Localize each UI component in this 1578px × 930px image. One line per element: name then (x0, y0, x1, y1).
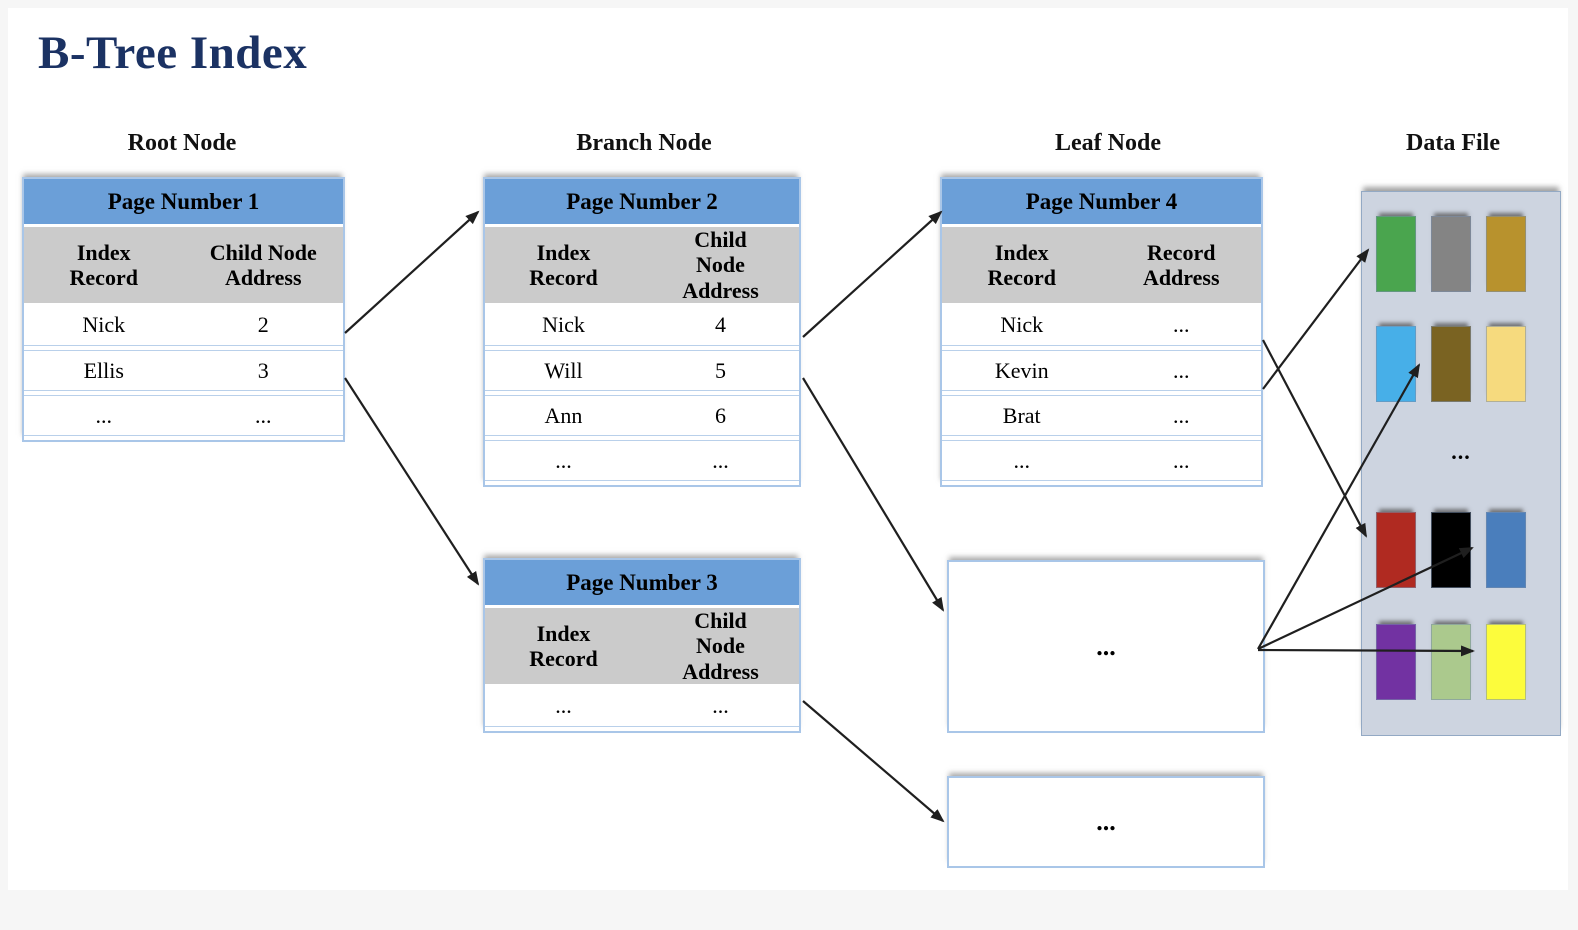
page3-column-headers: Index Record Child Node Address (485, 608, 799, 684)
data-block-light-green (1431, 624, 1471, 700)
table-row: ... ... (485, 686, 799, 727)
diagram-canvas: B-Tree Index Root Node Branch Node Leaf … (8, 8, 1568, 890)
data-block-purple (1376, 624, 1416, 700)
page2-col-index-record: Index Record (529, 239, 598, 290)
diagram-title: B-Tree Index (38, 27, 308, 79)
section-label-leaf-node: Leaf Node (1055, 130, 1161, 156)
cell-address: ... (255, 402, 272, 428)
ellipsis-text: ... (1096, 631, 1116, 661)
table-row: Kevin ... (942, 350, 1261, 391)
data-block-red (1376, 512, 1416, 588)
table-row: ... ... (485, 440, 799, 481)
data-block-steel-blue (1486, 512, 1526, 588)
data-block-dark-gold (1486, 216, 1526, 292)
page3-col-index-record: Index Record (529, 620, 598, 671)
data-block-gray (1431, 216, 1471, 292)
cell-index-record: Nick (82, 312, 126, 337)
table-row: Nick 4 (485, 305, 799, 346)
root-node-table-page1: Page Number 1 Index Record Child Node Ad… (22, 177, 345, 442)
cell-index-record: Brat (1002, 402, 1041, 428)
section-label-root-node: Root Node (127, 130, 237, 156)
section-label-data-file: Data File (1406, 130, 1500, 156)
table-row: Ann 6 (485, 395, 799, 436)
cell-index-record: Nick (542, 312, 585, 337)
table-row: Brat ... (942, 395, 1261, 436)
data-block-yellow (1486, 624, 1526, 700)
table-row: Will 5 (485, 350, 799, 391)
cell-index-record: Ellis (83, 357, 124, 383)
data-block-dark-olive (1431, 326, 1471, 402)
data-block-green (1376, 216, 1416, 292)
ellipsis-text: ... (1096, 807, 1116, 836)
cell-address: 2 (257, 312, 269, 337)
table-row: Nick ... (942, 305, 1261, 346)
leaf-node-table-page4: Page Number 4 Index Record Record Addres… (940, 177, 1263, 487)
branch-node-table-page3: Page Number 3 Index Record Child Node Ad… (483, 558, 801, 733)
page3-rows: ... ... (485, 684, 799, 731)
cell-index-record: Ann (544, 402, 583, 428)
page1-col-child-node-address: Child Node Address (209, 239, 317, 290)
cell-address: 3 (257, 357, 269, 383)
cell-address: ... (712, 447, 729, 473)
data-block-black (1431, 512, 1471, 588)
cell-index-record: ... (95, 402, 113, 428)
page2-col-child-node-address: Child Node Address (682, 227, 759, 303)
table-row: Nick 2 (24, 305, 343, 346)
page4-col-record-address: Record Address (1142, 239, 1220, 290)
branch-node-table-page2: Page Number 2 Index Record Child Node Ad… (483, 177, 801, 487)
cell-address: ... (1173, 357, 1190, 383)
cell-index-record: Nick (1000, 312, 1044, 337)
leaf-node-ellipsis-box-1: ... (947, 560, 1265, 733)
cell-address: ... (1173, 447, 1190, 473)
cell-address: 5 (715, 357, 726, 383)
page4-rows: Nick ... Kevin ... Brat ... ... ... (942, 303, 1261, 485)
page1-rows: Nick 2 Ellis 3 ... ... (24, 303, 343, 440)
table-row: ... ... (24, 395, 343, 436)
data-file-ellipsis: ... (1451, 439, 1471, 464)
page2-column-headers: Index Record Child Node Address (485, 227, 799, 303)
cell-index-record: Kevin (994, 357, 1049, 383)
cell-index-record: ... (555, 447, 572, 473)
leaf-node-ellipsis-box-2: ... (947, 776, 1265, 868)
data-block-light-tan (1486, 326, 1526, 402)
cell-index-record: ... (555, 693, 572, 718)
data-file-panel: ... (1361, 191, 1561, 736)
page1-col-index-record: Index Record (69, 239, 138, 290)
page2-title: Page Number 2 (485, 179, 799, 227)
cell-address: 4 (715, 312, 726, 337)
page3-title: Page Number 3 (485, 560, 799, 608)
page3-col-child-node-address: Child Node Address (682, 608, 759, 684)
cell-index-record: Will (544, 357, 583, 383)
page4-col-index-record: Index Record (987, 239, 1056, 290)
table-row: ... ... (942, 440, 1261, 481)
page1-title: Page Number 1 (24, 179, 343, 227)
page1-column-headers: Index Record Child Node Address (24, 227, 343, 303)
cell-address: ... (1173, 402, 1190, 428)
cell-index-record: ... (1013, 447, 1031, 473)
page4-title: Page Number 4 (942, 179, 1261, 227)
table-row: Ellis 3 (24, 350, 343, 391)
data-block-sky-blue (1376, 326, 1416, 402)
section-label-branch-node: Branch Node (576, 130, 712, 156)
cell-address: ... (712, 693, 729, 718)
cell-address: 6 (715, 402, 726, 428)
page2-rows: Nick 4 Will 5 Ann 6 ... ... (485, 303, 799, 485)
cell-address: ... (1173, 312, 1190, 337)
page4-column-headers: Index Record Record Address (942, 227, 1261, 303)
